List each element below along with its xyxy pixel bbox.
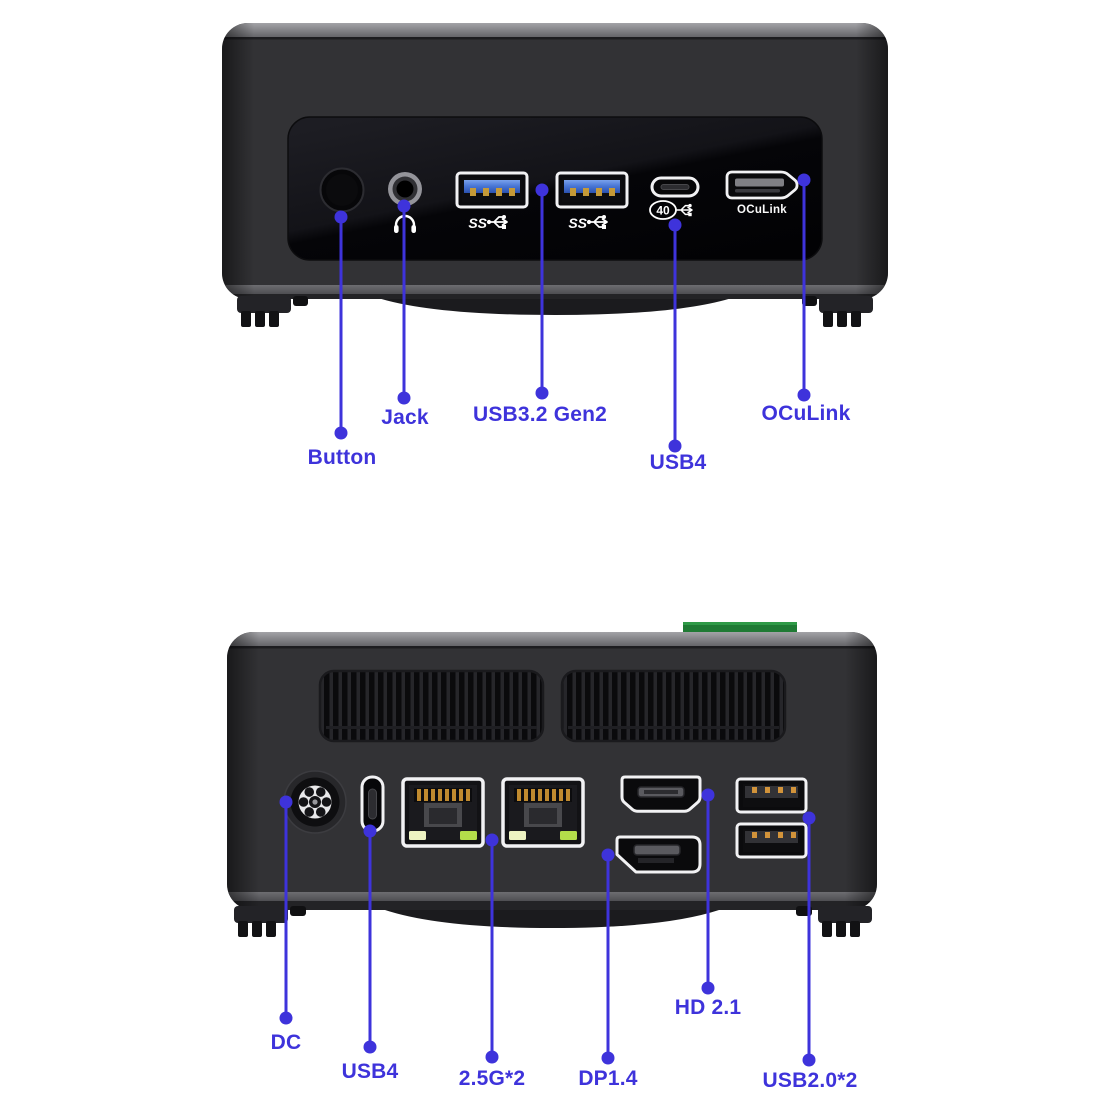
callout-label: Jack <box>381 406 429 429</box>
ethernet-port-1 <box>401 777 485 848</box>
superspeed-trident-icon: SS <box>468 215 508 231</box>
callout-dot-end <box>485 1050 499 1064</box>
callout-line <box>606 855 610 1058</box>
rear-feet <box>234 906 872 937</box>
callout-line <box>284 802 288 1018</box>
callout-dot-port <box>535 183 549 197</box>
dc-power-jack <box>283 770 347 834</box>
usb4-type-c-port <box>650 176 700 198</box>
svg-text:SS: SS <box>568 215 587 231</box>
callout-dot-end <box>535 386 549 400</box>
callout-label: HD 2.1 <box>674 996 742 1019</box>
usb-a-3-port-1 <box>455 171 529 209</box>
callout-line <box>540 190 544 393</box>
rear-chassis-shading <box>227 632 877 910</box>
callout-dot-end <box>701 981 715 995</box>
callout-dot-end <box>802 1053 816 1067</box>
usb-a-3-port-2 <box>555 171 629 209</box>
callout-dot-port <box>797 173 811 187</box>
rear-base-shadow <box>385 910 719 928</box>
front-feet <box>237 296 873 327</box>
callout-dot-port <box>363 824 377 838</box>
callout-dot-port <box>397 199 411 213</box>
callout-line <box>402 206 406 398</box>
callout-line <box>490 840 494 1057</box>
callout-label: Button <box>307 446 377 469</box>
callout-label: OCuLink <box>761 402 851 425</box>
front-chassis-shading <box>222 23 888 299</box>
callout-line <box>807 818 811 1060</box>
callout-line <box>339 217 343 433</box>
callout-line <box>706 795 710 988</box>
callout-label: USB4 <box>341 1060 399 1083</box>
usb-a-2-port-bottom <box>735 822 808 859</box>
callout-dot-port <box>701 788 715 802</box>
callout-label: USB4 <box>649 451 707 474</box>
oculink-port <box>725 170 799 200</box>
callout-label: 2.5G*2 <box>458 1067 526 1090</box>
callout-dot-end <box>601 1051 615 1065</box>
rear-device <box>227 622 877 937</box>
callout-line <box>368 831 372 1047</box>
callout-dot-end <box>397 391 411 405</box>
callout-dot-port <box>802 811 816 825</box>
callout-dot-port <box>334 210 348 224</box>
40-trident-icon: 40 <box>649 200 693 220</box>
ethernet-port-2 <box>501 777 585 848</box>
front-glossy-panel <box>287 116 823 261</box>
callout-dot-port <box>485 833 499 847</box>
callout-dot-end <box>797 388 811 402</box>
callout-label: USB3.2 Gen2 <box>472 403 608 426</box>
svg-text:40: 40 <box>656 204 670 218</box>
oculink-print-label: OCuLink <box>737 204 787 216</box>
usb-a-2-port-top <box>735 777 808 814</box>
front-base-shadow <box>375 297 735 315</box>
front-device: SS SS 40 <box>222 23 888 327</box>
power-button <box>319 167 365 213</box>
callout-label: USB2.0*2 <box>762 1069 858 1092</box>
callout-dot-end <box>668 439 682 453</box>
callout-dot-end <box>279 1011 293 1025</box>
displayport-port <box>615 835 702 874</box>
callout-dot-end <box>334 426 348 440</box>
callout-line <box>802 180 806 395</box>
rear-usb4-type-c-port <box>360 775 385 833</box>
audio-jack-port <box>388 172 422 206</box>
hdmi-port <box>620 775 702 813</box>
callout-dot-port <box>668 218 682 232</box>
vent-grille-left <box>318 669 545 743</box>
callout-label: DC <box>270 1031 302 1054</box>
callout-line <box>673 225 677 446</box>
callout-dot-port <box>601 848 615 862</box>
callout-label: DP1.4 <box>578 1067 638 1090</box>
callout-dot-port <box>279 795 293 809</box>
superspeed-trident-icon: SS <box>568 215 608 231</box>
vent-grille-right <box>560 669 787 743</box>
callout-dot-end <box>363 1040 377 1054</box>
svg-text:SS: SS <box>468 215 487 231</box>
